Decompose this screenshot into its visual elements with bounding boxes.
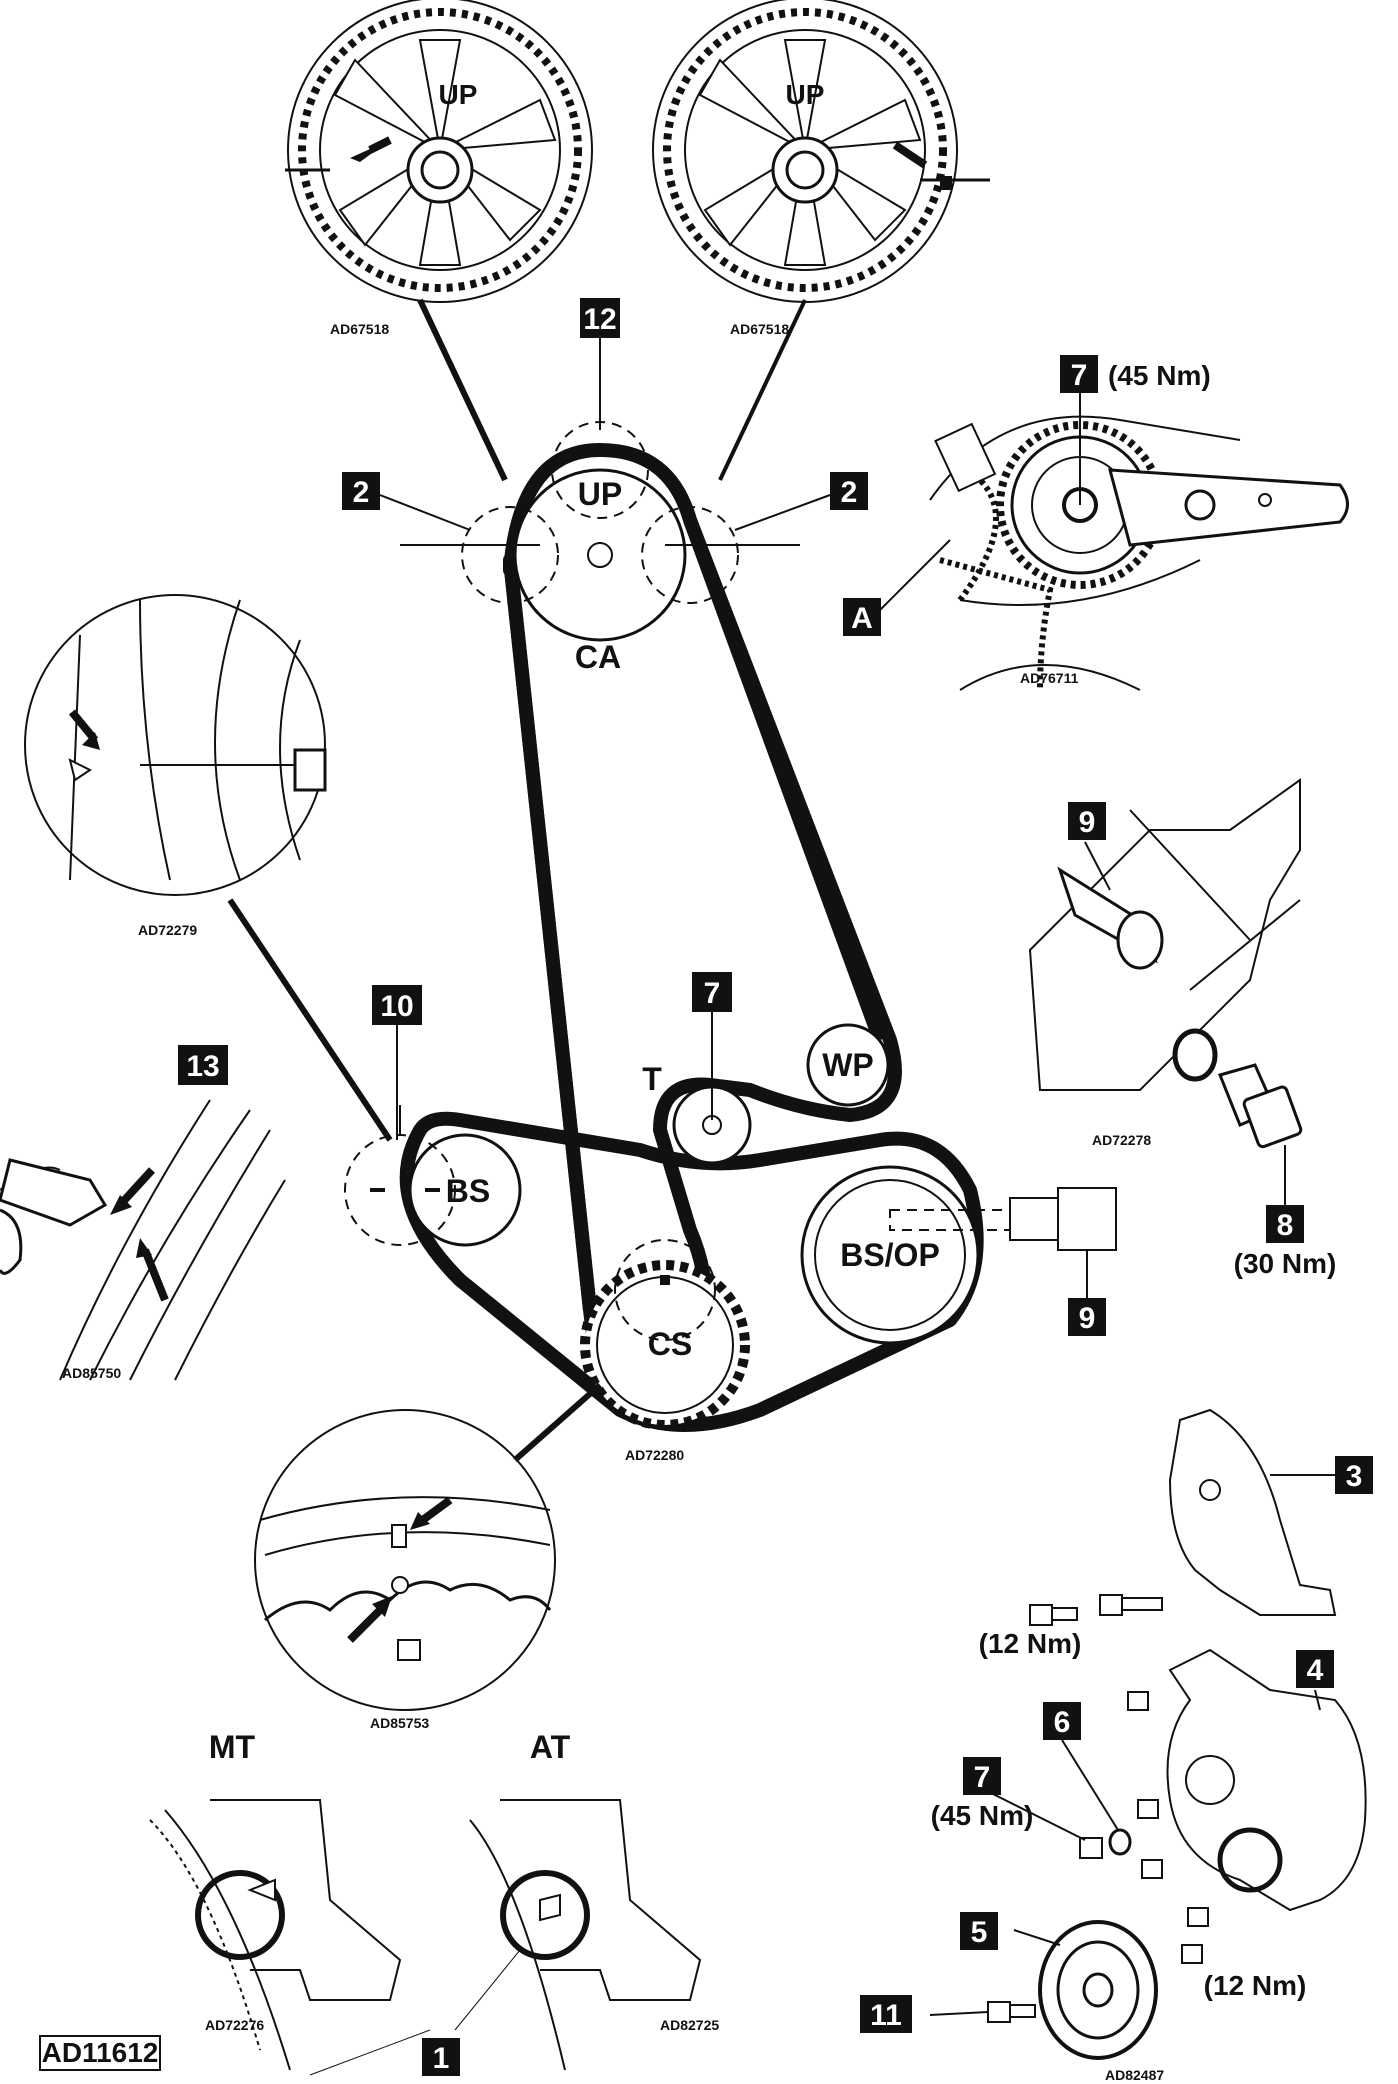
callout-5: 5 xyxy=(971,1916,988,1949)
camshaft-mark-label: UP xyxy=(578,476,622,512)
callout-7-main: 7 xyxy=(692,972,732,1012)
tensioner-label: T xyxy=(642,1061,662,1097)
ref-cam-right: AD67518 xyxy=(730,321,789,337)
camshaft-pulley: UP CA xyxy=(400,405,800,675)
svg-text:12: 12 xyxy=(583,303,616,336)
svg-text:AD11612: AD11612 xyxy=(42,2037,159,2068)
ref-at-mark: AD82725 xyxy=(660,2017,719,2033)
camshaft-label: CA xyxy=(575,639,621,675)
torque-upper-cover: (12 Nm) xyxy=(979,1628,1082,1659)
cam-detail-right: UP AD67518 xyxy=(652,0,990,337)
svg-text:2: 2 xyxy=(841,476,858,509)
torque-tensioner-nut: (45 Nm) xyxy=(1108,360,1211,391)
cam-left-leader xyxy=(417,298,508,482)
callout-10: 10 xyxy=(372,985,422,1140)
callout-13: 13 xyxy=(178,1045,228,1085)
torque-pulley-bolt: (45 Nm) xyxy=(931,1800,1034,1831)
flywheel-detail: AD85750 xyxy=(0,1099,286,1381)
callout-9-bolt: 9 xyxy=(1079,806,1096,839)
svg-text:2: 2 xyxy=(353,476,370,509)
water-pump-pulley: WP xyxy=(806,1023,890,1107)
balancer-mark-detail: AD72279 xyxy=(24,594,327,938)
callout-9-shaft: 9 xyxy=(1068,1298,1106,1336)
ref-covers: AD82487 xyxy=(1105,2067,1164,2083)
callout-7-tensioner: 7 xyxy=(1071,359,1088,392)
crank-mark-detail: AD85753 xyxy=(254,1409,556,1731)
callout-12: 12 xyxy=(580,298,620,420)
callout-8: 8 xyxy=(1277,1209,1294,1242)
ref-plug-detail: AD72278 xyxy=(1092,1132,1151,1148)
covers-detail: 3 (12 Nm) 4 (12 Nm) xyxy=(860,1408,1373,2083)
balancer-oil-pump-label: BS/OP xyxy=(840,1237,940,1273)
cam-right-up-label: UP xyxy=(786,79,825,110)
callout-11: 11 xyxy=(870,1999,902,2032)
callout-2-right: 2 xyxy=(734,472,868,531)
bolt-upper-a xyxy=(1029,1604,1078,1626)
callout-7-pulley: 7 xyxy=(974,1761,991,1794)
bolts-lower xyxy=(1127,1691,1209,1964)
balancer-shaft-pulley: BS xyxy=(344,1105,522,1247)
cam-right-leader xyxy=(718,299,807,481)
manual-trans-label: MT xyxy=(209,1729,256,1765)
water-pump-label: WP xyxy=(822,1047,874,1083)
cam-detail-left: UP AD67518 xyxy=(285,0,593,337)
ref-cam-left: AD67518 xyxy=(330,321,389,337)
tensioner-pulley: T xyxy=(642,1010,752,1165)
crankshaft-label: CS xyxy=(648,1326,692,1362)
callout-4: 4 xyxy=(1307,1654,1324,1687)
ref-main-diagram: AD72280 xyxy=(625,1447,684,1463)
crankshaft-pulley: CS AD72280 xyxy=(580,1239,750,1463)
crank-leader xyxy=(513,1382,602,1463)
callout-6: 6 xyxy=(1054,1706,1071,1739)
torque-lower-cover: (12 Nm) xyxy=(1204,1970,1307,2001)
svg-text:1: 1 xyxy=(433,2042,450,2075)
plug-detail: 9 8 (30 Nm) AD72278 xyxy=(1028,778,1337,1279)
callout-2-left: 2 xyxy=(342,472,471,531)
svg-text:7: 7 xyxy=(704,977,721,1010)
svg-text:13: 13 xyxy=(186,1050,219,1083)
balancer-shaft-label: BS xyxy=(446,1173,490,1209)
ref-balancer-mark: AD72279 xyxy=(138,922,197,938)
tensioner-detail: 7 (45 Nm) A AD76711 xyxy=(843,355,1349,691)
balancer-oil-pump-pulley: BS/OP xyxy=(800,1165,1117,1345)
figure-id: AD11612 xyxy=(39,2035,161,2071)
balancer-leader xyxy=(227,898,393,1142)
cam-left-up-label: UP xyxy=(439,79,478,110)
at-mark-detail: AT AD82725 xyxy=(454,1729,719,2071)
auto-trans-label: AT xyxy=(530,1729,571,1765)
ref-mt-mark: AD72276 xyxy=(205,2017,264,2033)
bolt-upper-b xyxy=(1099,1594,1163,1616)
callout-1: 1 xyxy=(422,2038,460,2076)
ref-tensioner-detail: AD76711 xyxy=(1020,670,1079,686)
svg-text:9: 9 xyxy=(1079,1302,1096,1335)
mt-mark-detail: MT AD72276 xyxy=(149,1729,431,2076)
ref-crank-mark: AD85753 xyxy=(370,1715,429,1731)
ref-flywheel-detail: AD85750 xyxy=(62,1365,121,1381)
svg-text:10: 10 xyxy=(380,990,413,1023)
callout-3: 3 xyxy=(1346,1460,1363,1493)
torque-plug-bolt: (30 Nm) xyxy=(1234,1248,1337,1279)
callout-A: A xyxy=(851,602,873,635)
